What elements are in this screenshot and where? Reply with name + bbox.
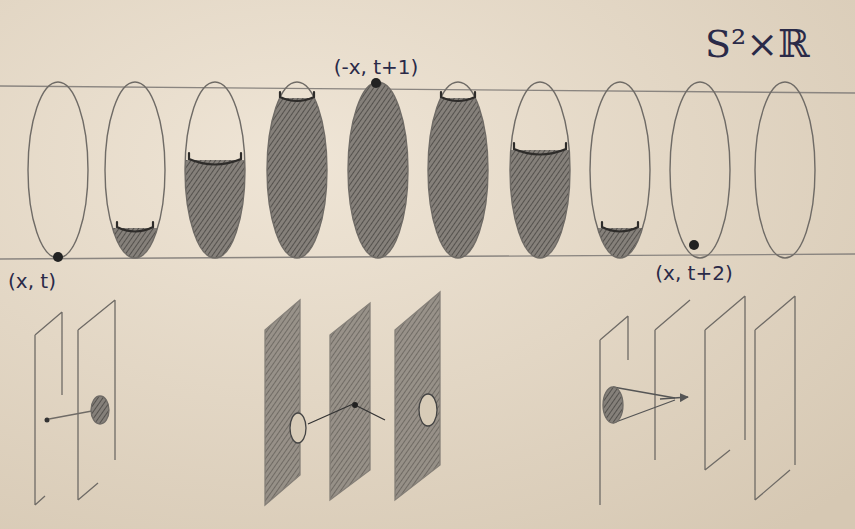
boundary-arcs (117, 92, 638, 232)
sphere-slices (28, 82, 815, 258)
space-title: S²×ℝ (705, 24, 810, 66)
planes-sketch-middle (265, 292, 440, 505)
point-label: (x, t) (8, 270, 56, 292)
event-points (53, 78, 699, 262)
planes-sketch-right (600, 296, 795, 505)
point-label: (-x, t+1) (334, 56, 419, 78)
point-label: (x, t+2) (655, 262, 732, 284)
shaded-regions (100, 80, 655, 270)
planes-sketch-left (35, 300, 115, 505)
